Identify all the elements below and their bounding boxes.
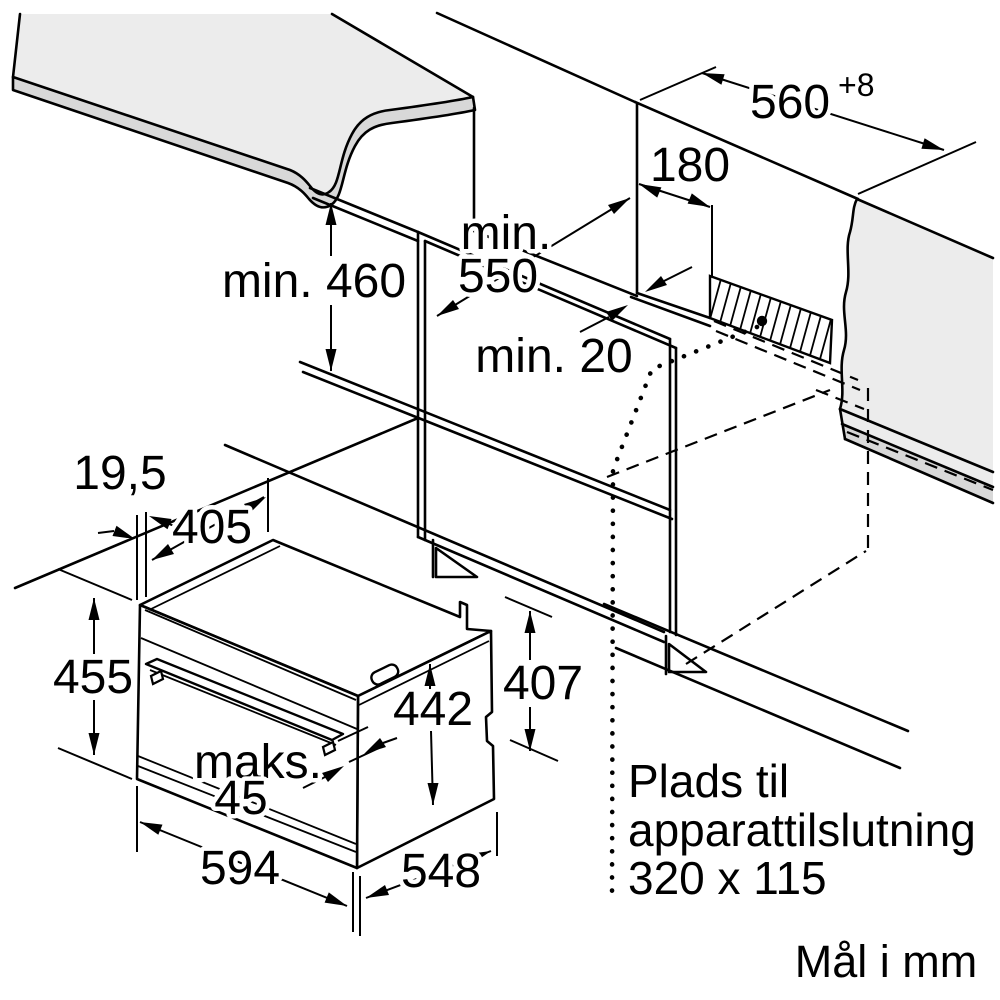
dim-min-550-label2: 550 — [458, 250, 538, 303]
dim-180-label: 180 — [650, 139, 730, 192]
back-wall-upper-edge — [435, 11, 637, 104]
dim-442-label: 442 — [393, 683, 473, 736]
dim-maks-45-label2: 45 — [214, 772, 267, 825]
hidden-shelf-back-outer — [713, 319, 859, 382]
worktop-left — [11, 12, 477, 209]
dim-560-label: 560 — [750, 76, 830, 129]
dim-548-label: 548 — [401, 845, 481, 898]
annotation-line-3: 320 x 115 — [628, 852, 827, 904]
door-bottom-seam-upper — [137, 755, 357, 845]
niche-top-back-edge — [472, 229, 639, 298]
dim-548: 548 — [365, 812, 498, 903]
control-panel-seam — [140, 637, 358, 730]
niche-shelf-front-edge-outer — [298, 360, 672, 512]
right-wall-wavy-edge — [838, 197, 859, 411]
dim-19-5: 19,5 — [69, 443, 188, 600]
dim-min-460: min. 460 — [217, 203, 411, 371]
dim-180: 180 — [638, 135, 735, 276]
floor-line-right-upper — [602, 602, 910, 733]
handle-bar-inner — [149, 669, 337, 746]
oven-top-seam-front — [144, 609, 357, 701]
side-panel-top-edge-outer — [308, 186, 420, 234]
dim-407-label: 407 — [503, 657, 583, 710]
dim-maks-45-label1: maks. — [194, 736, 322, 789]
strip-line-bottom — [843, 437, 995, 505]
cabinet-leg-left — [431, 538, 479, 579]
worktop-back-cut-edge — [330, 12, 475, 99]
niche-top-front-edge-inner — [423, 239, 678, 350]
niche-shelf-back-edge-outer — [635, 291, 712, 320]
oven-side-top-seam — [358, 640, 490, 706]
dim-min-460-label: min. 460 — [222, 255, 406, 308]
hidden-shelf-side — [606, 388, 831, 479]
back-wall-top-edge — [633, 100, 860, 201]
dim-455-label: 455 — [53, 651, 133, 704]
worktop-left-edge — [11, 12, 22, 79]
dim-min-550: min. 550 — [436, 197, 631, 317]
handle-standoff-right — [321, 740, 337, 757]
tall-cabinet — [13, 102, 712, 676]
connection-panel — [708, 274, 834, 365]
hidden-base-edge — [685, 550, 867, 665]
dim-405: 405 — [151, 478, 269, 561]
worktop-top-surface — [13, 14, 473, 195]
hidden-corner-top — [815, 388, 865, 411]
right-wall — [838, 197, 995, 472]
handle-bar — [144, 657, 345, 742]
oven-front-face — [135, 603, 360, 870]
niche-shelf-front-edge-inner — [301, 370, 674, 521]
dim-405-label: 405 — [172, 501, 252, 554]
connection-annotation: Plads til apparattilslutning 320 x 115 — [624, 751, 980, 908]
hidden-niche-outline — [606, 319, 994, 665]
cabinet-base-front-edge-inner — [416, 535, 666, 644]
strip-left-end — [838, 407, 847, 441]
dim-min-550-label1: min. — [461, 207, 552, 260]
dim-594: 594 — [136, 786, 361, 936]
annotation-line-2: apparattilslutning — [628, 804, 976, 856]
niche-shelf-back-edge-inner — [629, 295, 712, 328]
door-bottom-seam-lower — [137, 765, 357, 853]
dim-min-20-label: min. 20 — [475, 330, 632, 383]
right-wall-top-edge — [855, 197, 995, 260]
niche-top-front-edge-outer — [416, 230, 672, 341]
hidden-worktop-edge — [846, 430, 994, 492]
units-note: Mål i mm — [795, 936, 977, 987]
dim-560: 560 +8 — [639, 64, 977, 195]
dim-407: 407 — [498, 596, 588, 762]
floor-line-right-lower — [614, 646, 902, 770]
dim-442: 442 — [388, 664, 478, 806]
side-grip-hole — [370, 663, 400, 686]
dim-maks-45: maks. 45 — [189, 726, 398, 830]
hidden-shelf-back-inner — [715, 329, 861, 392]
dim-560-tolerance: +8 — [838, 67, 874, 103]
oven-top-seam-left — [148, 545, 281, 611]
room-wall-line-left — [13, 416, 420, 590]
strip-top-band — [840, 409, 993, 487]
right-wall-surface — [840, 199, 993, 472]
cabinet-leg-right — [664, 634, 708, 676]
handle-standoff-left — [149, 669, 165, 686]
dim-594-label: 594 — [200, 842, 280, 895]
dim-19-5-label: 19,5 — [73, 447, 166, 500]
cabinet-base-front-edge-outer — [223, 443, 666, 634]
dim-min-20: min. 20 — [471, 266, 693, 388]
oven — [135, 538, 496, 870]
strip-line-top — [838, 407, 995, 474]
strip-edge-band — [842, 424, 993, 503]
oven-handle — [144, 657, 345, 757]
dim-455: 455 — [48, 568, 138, 780]
annotation-line-1: Plads til — [628, 755, 789, 807]
oven-side-face — [355, 629, 496, 870]
connection-point-dot — [756, 315, 768, 327]
